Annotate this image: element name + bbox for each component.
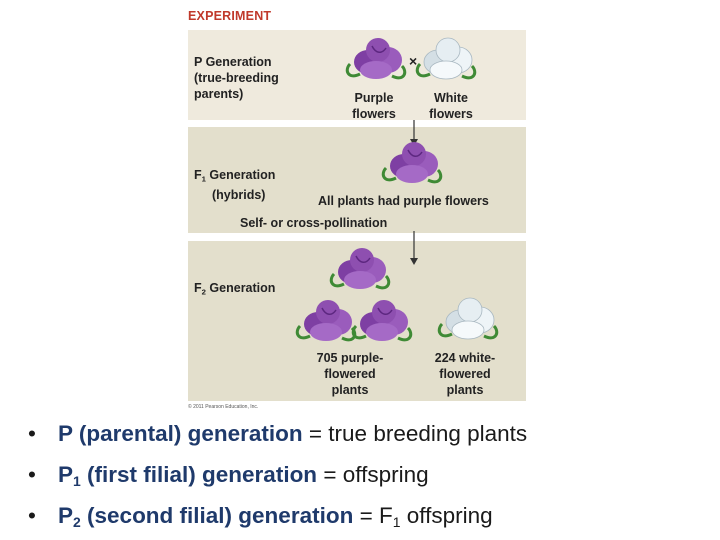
f1-generation-panel	[188, 127, 526, 233]
purple-count-caption: 705 purple- flowered plants	[316, 351, 384, 397]
copyright-text: © 2011 Pearson Education, Inc.	[188, 404, 259, 410]
purple-flower-icon	[295, 298, 357, 343]
purple-flower-icon	[351, 298, 413, 343]
white-flower-icon	[415, 36, 477, 81]
white-flowers-caption: White flowers	[429, 91, 473, 121]
f1-generation-label: F1 Generation (hybrids)	[194, 168, 276, 203]
bullet-item: •P1 (first filial) generation = offsprin…	[28, 462, 429, 490]
arrow-head-icon	[410, 258, 418, 265]
pollination-text: Self- or cross-pollination	[240, 216, 388, 230]
f1-result-text: All plants had purple flowers	[318, 194, 489, 208]
purple-flower-icon	[329, 246, 391, 291]
white-flower-icon	[437, 296, 499, 341]
bullet-item: •P2 (second filial) generation = F1 offs…	[28, 503, 493, 531]
white-count-caption: 224 white- flowered plants	[434, 351, 496, 397]
purple-flower-icon	[345, 36, 407, 81]
f2-generation-label: F2 Generation	[194, 281, 276, 297]
cross-symbol: ×	[409, 53, 418, 69]
purple-flower-icon	[381, 140, 443, 185]
purple-flowers-caption: Purple flowers	[352, 91, 396, 121]
bullet-item: •P (parental) generation = true breeding…	[28, 421, 528, 446]
p-generation-label: P Generation (true-breeding parents)	[194, 55, 279, 101]
figure-title: EXPERIMENT	[188, 9, 272, 23]
